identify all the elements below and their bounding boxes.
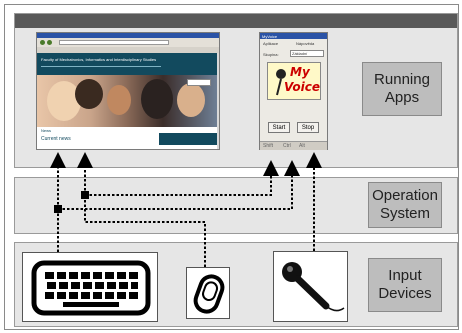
outer-frame — [4, 4, 459, 330]
header-bar — [15, 14, 457, 28]
start-button[interactable]: Start — [268, 122, 290, 133]
microphone-icon — [282, 262, 345, 312]
nav-label[interactable]: News — [41, 128, 52, 133]
site-header: Faculty of Mechatronics, Informatics and… — [37, 53, 217, 75]
myvoice-menu-1[interactable]: Aplikace — [263, 41, 279, 46]
mouse-icon — [193, 274, 225, 314]
site-hero-image — [37, 75, 217, 127]
myvoice-logo: My Voice — [267, 62, 321, 100]
microphone-device — [273, 251, 348, 322]
status-alt: Alt — [299, 143, 305, 149]
browser-window[interactable]: Faculty of Mechatronics, Informatics and… — [36, 32, 220, 150]
operation-system-label: Operation System — [368, 182, 442, 228]
logo-mic-icon — [276, 69, 286, 96]
browser-title-bar — [37, 33, 219, 38]
site-sidebar-box — [159, 133, 217, 145]
keyboard-device — [22, 252, 158, 322]
status-shift: Shift — [263, 143, 274, 149]
myvoice-title-bar: MyVoice — [260, 33, 327, 39]
browser-scrollbar[interactable] — [217, 53, 219, 149]
site-subnav: News — [37, 127, 217, 135]
running-apps-label: Running Apps — [362, 62, 442, 116]
input-devices-label: Input Devices — [368, 258, 442, 312]
logo-text-my: My — [290, 65, 310, 79]
status-bar: Shift Ctrl Alt — [260, 141, 327, 150]
stop-button[interactable]: Stop — [297, 122, 319, 133]
group-select[interactable]: Základní — [290, 50, 324, 57]
keyboard-icon — [31, 260, 151, 316]
myvoice-title: MyVoice — [262, 34, 278, 39]
site-underline — [41, 66, 161, 67]
section-label: Current news — [41, 136, 71, 142]
status-ctrl: Ctrl — [283, 143, 291, 149]
myvoice-menu-2[interactable]: Nápověda — [296, 41, 315, 46]
myvoice-window[interactable]: MyVoice Aplikace Nápověda Skupina: Zákla… — [259, 32, 328, 150]
group-label: Skupina: — [263, 52, 279, 57]
browser-tabs — [37, 47, 219, 53]
mouse-device — [186, 267, 230, 319]
site-title: Faculty of Mechatronics, Informatics and… — [41, 57, 157, 62]
logo-text-voice: Voice — [284, 80, 321, 94]
